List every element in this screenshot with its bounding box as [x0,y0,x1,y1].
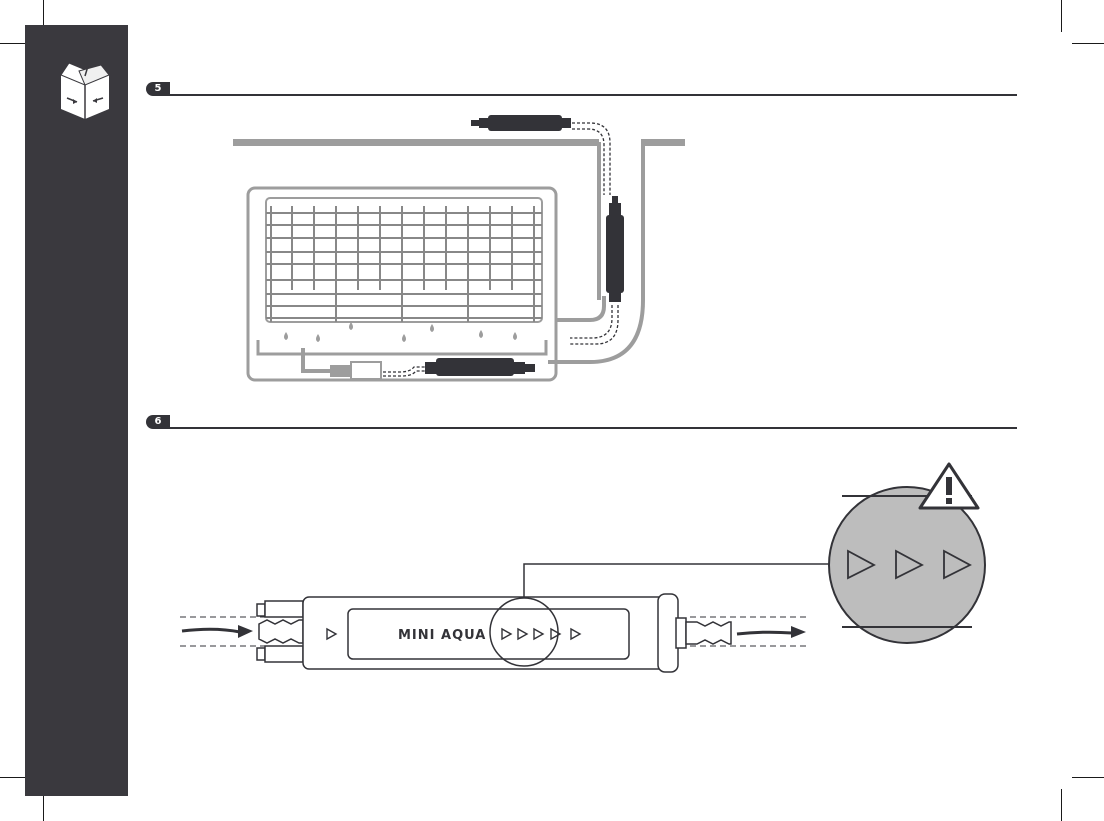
divider [170,427,1017,429]
flow-in-arrow [182,625,253,638]
inlet-hose [303,348,330,371]
step-6-header: 6 [146,415,1017,429]
inlet-fitting [257,601,303,662]
crop-mark [1072,43,1104,44]
flow-direction-arrow [327,629,336,639]
step-5-header: 5 [146,82,1017,96]
filter-body [303,594,686,672]
magnifier-leader-line [524,564,830,598]
step-number: 6 [146,415,170,429]
open-box-icon [25,25,128,135]
crop-mark [1061,0,1062,32]
magnified-detail [829,487,985,643]
filter-cartridge-bottom [425,358,535,376]
dashed-connection [383,123,618,376]
appliance-outline [248,188,556,380]
outlet-fitting [686,622,731,644]
appliance-drain-tray [258,340,546,354]
warning-triangle-icon [920,464,978,508]
water-drops [284,322,517,342]
filter-cartridge-top [471,115,571,131]
crop-mark [1061,789,1062,821]
filter-cartridge-vertical [606,196,624,302]
crop-mark [1072,777,1104,778]
step-number: 5 [146,82,170,96]
drain-hose [556,296,604,320]
dashed-guide [180,617,808,646]
sidebar [25,25,128,796]
dish-rack [266,198,542,322]
magnifier-focus [490,598,558,666]
divider [170,94,1017,96]
product-label: MINI AQUA [398,628,486,643]
hose-connector [330,365,350,377]
hose-connector [351,362,381,379]
countertop [233,139,685,362]
flow-direction-arrows [502,629,580,639]
flow-out-arrow [737,626,806,638]
